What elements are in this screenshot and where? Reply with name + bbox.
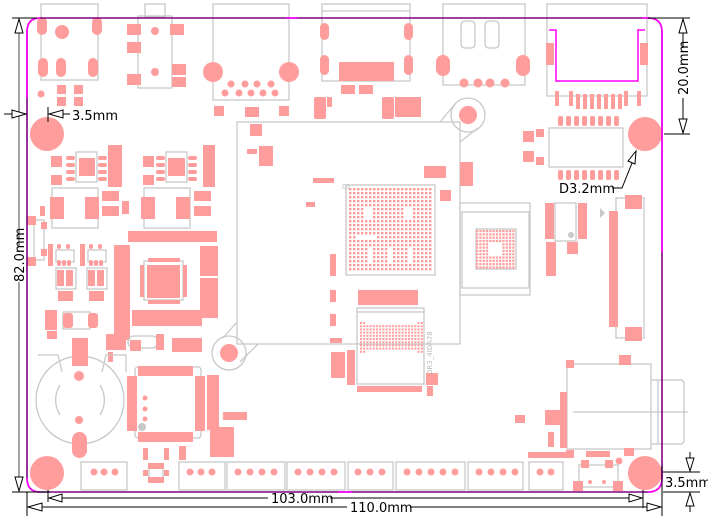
power-jack <box>37 3 102 81</box>
small-pads-left <box>37 85 83 106</box>
transformer-chip <box>523 116 624 180</box>
dimension-board-height: 82.0mm <box>12 17 50 493</box>
soic-chip <box>545 202 587 276</box>
secondary-bga <box>459 162 531 296</box>
coin-cell-holder <box>35 338 127 458</box>
bga-ball-grid <box>349 188 432 271</box>
regulator-left-1 <box>50 145 129 229</box>
bga-cpu[interactable]: 01 <box>342 183 436 276</box>
dimension-board-width: 110.0mm <box>26 466 663 516</box>
board-height-label: 82.0mm <box>13 228 28 282</box>
dimension-hole-span-width: 103.0mm <box>47 490 644 508</box>
bottom-connectors <box>80 451 623 491</box>
qfn-chip <box>127 340 247 460</box>
ddr-silk-label: DR3_4IDA78 <box>426 331 434 375</box>
top-hole-offset-label: 20.0mm <box>677 41 692 95</box>
vga-port <box>203 3 299 117</box>
dimension-hole-diameter: D3.2mm <box>559 149 637 197</box>
hole-left-offset-label: 3.5mm <box>72 109 118 124</box>
dimension-top-hole-offset: 20.0mm <box>648 17 693 135</box>
mounting-hole-top-right <box>628 117 662 151</box>
hole-bottom-offset-label: 3.5mm <box>665 476 708 491</box>
ddr-memory-chip[interactable]: DR3_4IDA78 <box>331 290 438 396</box>
sd-card-slot <box>515 355 688 458</box>
hole-span-width-label: 103.0mm <box>271 492 334 507</box>
regulator-left-2 <box>128 145 217 242</box>
rj45-port <box>546 3 648 109</box>
audio-jack <box>127 3 186 89</box>
hdmi-port <box>314 3 421 119</box>
mounting-hole-bottom-right <box>628 456 662 490</box>
ddr-ball-grid <box>360 322 423 353</box>
mounting-hole-top-left <box>30 117 64 151</box>
bga-pin1-label: 01 <box>342 183 351 191</box>
soc-module <box>211 97 486 371</box>
mounting-hole-bottom-left <box>30 456 64 490</box>
usb-port <box>436 3 530 88</box>
inductor <box>45 310 98 339</box>
dimension-hole-bottom-offset: 3.5mm <box>663 452 708 512</box>
side-connector <box>27 206 47 266</box>
qfp-chip <box>114 245 218 340</box>
fpc-connector <box>600 195 645 341</box>
board-width-label: 110.0mm <box>350 501 413 516</box>
crystal <box>106 334 202 362</box>
hole-diameter-label: D3.2mm <box>559 182 615 197</box>
sot-chips <box>48 244 108 301</box>
dimension-hole-left-offset: 3.5mm <box>4 107 118 124</box>
